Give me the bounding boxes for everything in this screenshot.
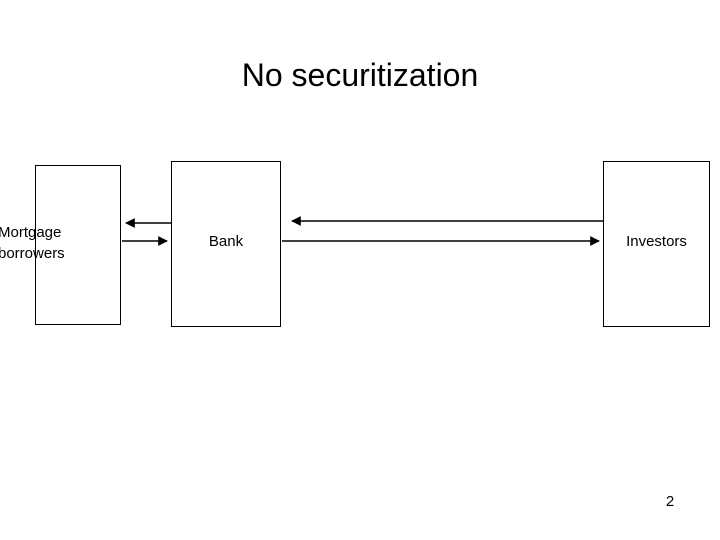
node-bank <box>171 161 281 327</box>
label-line-borrowers: borrowers <box>0 245 65 262</box>
page-number: 2 <box>665 493 675 510</box>
node-investors <box>603 161 710 327</box>
node-label-mortgage-borrowers: Mortgage borrowers <box>0 222 124 264</box>
label-line-mortgage: Mortgage <box>0 224 62 241</box>
slide-title: No securitization <box>241 57 479 93</box>
node-label-investors: Investors <box>626 233 687 250</box>
node-mortgage-borrowers <box>35 165 121 325</box>
node-label-bank: Bank <box>208 233 244 250</box>
